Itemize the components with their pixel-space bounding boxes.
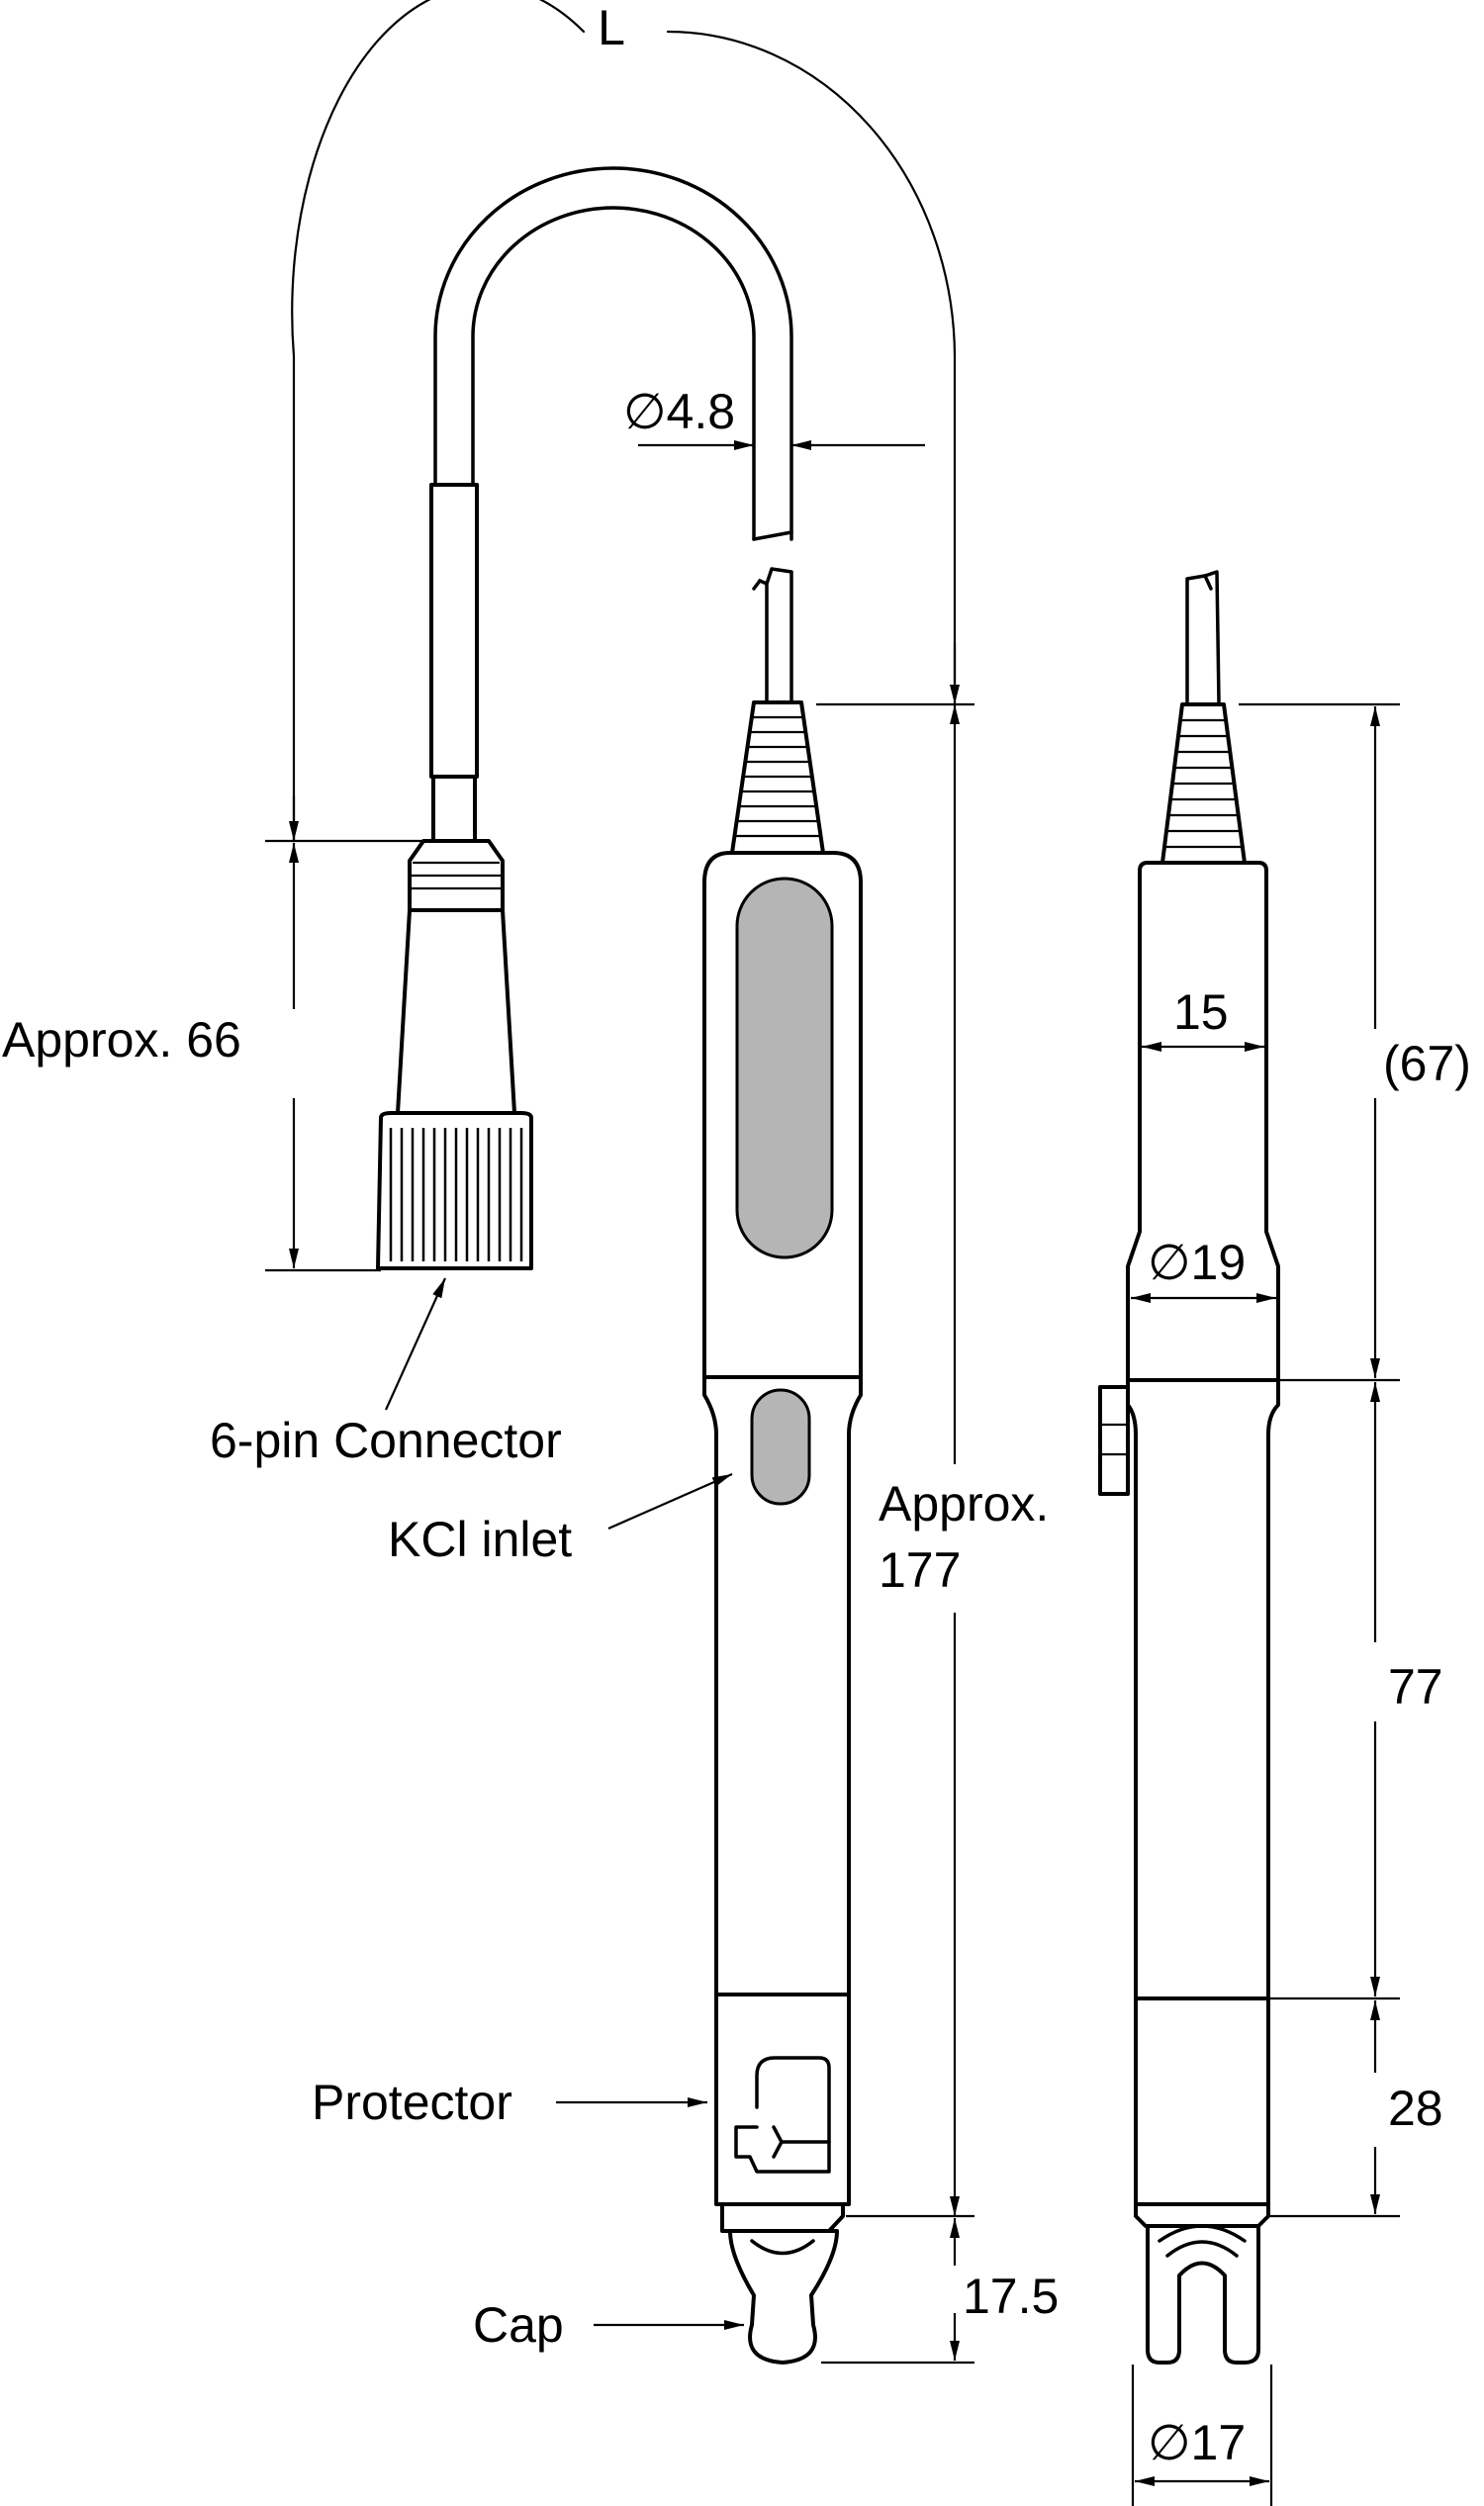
width-15-label: 15 xyxy=(1173,984,1229,1040)
body-length-label-line2: 177 xyxy=(879,1542,961,1598)
lower-length-label: 28 xyxy=(1388,2081,1443,2136)
body-length-dimension xyxy=(816,702,974,2365)
front-view-electrode xyxy=(702,700,863,2365)
connector-callout-arrow xyxy=(384,1277,447,1411)
diameter-17-label: ∅17 xyxy=(1148,2415,1246,2470)
kcl-inlet-label: KCl inlet xyxy=(388,1512,572,1567)
connector-length-label: Approx. 66 xyxy=(2,1012,241,1067)
connector-grip-ribs xyxy=(389,1128,523,1261)
kcl-inlet-window xyxy=(750,1388,811,1506)
protector xyxy=(714,1993,851,2206)
protector-label: Protector xyxy=(312,2075,512,2130)
length-dimension-arc xyxy=(289,0,960,843)
side-nub xyxy=(1098,1385,1130,1496)
body-length-label-line1: Approx. xyxy=(879,1476,1049,1531)
cap-length-label: 17.5 xyxy=(963,2269,1059,2324)
label-window xyxy=(735,877,834,1259)
cap-label: Cap xyxy=(473,2297,564,2353)
cable xyxy=(429,166,793,843)
middle-length-label: 77 xyxy=(1388,1659,1443,1715)
upper-length-label: (67) xyxy=(1383,1036,1471,1091)
diameter-17-dimension xyxy=(1131,2365,1273,2506)
six-pin-connector xyxy=(376,775,533,1270)
cable-sleeve xyxy=(429,483,479,779)
side-length-dimensions xyxy=(1239,702,1400,2218)
connector-label: 6-pin Connector xyxy=(210,1413,562,1468)
kcl-inlet-callout-arrow xyxy=(607,1472,733,1531)
cable-diameter-label: ∅4.8 xyxy=(623,384,735,439)
length-label: L xyxy=(598,0,625,55)
side-view-electrode xyxy=(1098,570,1280,2365)
diameter-19-label: ∅19 xyxy=(1148,1235,1246,1290)
connector-length-dimension xyxy=(265,839,435,1272)
